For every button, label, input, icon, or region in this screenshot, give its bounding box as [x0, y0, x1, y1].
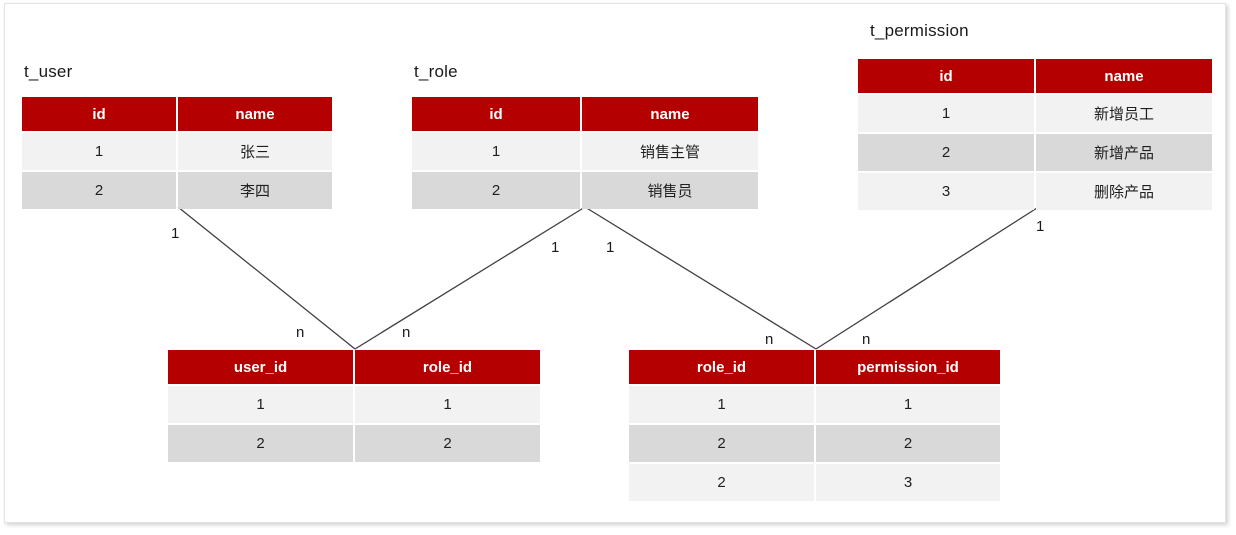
- table-row: 1 1: [629, 386, 1000, 423]
- column-header-role-id: role_id: [355, 350, 540, 384]
- cardinality-label-rolepermission-right-n: n: [862, 331, 871, 348]
- cell-id: 1: [22, 133, 176, 170]
- cell-name: 删除产品: [1036, 173, 1212, 210]
- table-t-role: id name 1 销售主管 2 销售员: [412, 97, 758, 211]
- cell-id: 2: [412, 172, 580, 209]
- table-header-row: user_id role_id: [168, 350, 540, 384]
- column-header-name: name: [582, 97, 758, 131]
- table-row: 1 新增员工: [858, 95, 1212, 132]
- table-role-permission-junction: role_id permission_id 1 1 2 2 2 3: [629, 350, 1000, 503]
- column-header-name: name: [178, 97, 332, 131]
- table-title-t-permission: t_permission: [870, 21, 969, 40]
- table-row: 2 销售员: [412, 172, 758, 209]
- column-header-id: id: [858, 59, 1034, 93]
- table-row: 1 张三: [22, 133, 332, 170]
- cardinality-label-userrole-left-n: n: [296, 324, 305, 341]
- cell-id: 1: [858, 95, 1034, 132]
- column-header-role-id: role_id: [629, 350, 814, 384]
- table-t-user: id name 1 张三 2 李四: [22, 97, 332, 211]
- cell-permission-id: 2: [816, 425, 1000, 462]
- table-row: 3 删除产品: [858, 173, 1212, 210]
- table-row: 1 1: [168, 386, 540, 423]
- cardinality-label-permission-one: 1: [1036, 218, 1045, 235]
- cardinality-label-role-left-one: 1: [551, 239, 560, 256]
- table-row: 2 李四: [22, 172, 332, 209]
- table-title-t-role: t_role: [414, 62, 458, 81]
- cell-user-id: 1: [168, 386, 353, 423]
- cell-id: 3: [858, 173, 1034, 210]
- table-row: 2 新增产品: [858, 134, 1212, 171]
- cell-id: 2: [858, 134, 1034, 171]
- cell-name: 新增产品: [1036, 134, 1212, 171]
- column-header-user-id: user_id: [168, 350, 353, 384]
- table-title-t-user: t_user: [24, 62, 73, 81]
- column-header-permission-id: permission_id: [816, 350, 1000, 384]
- cell-role-id: 2: [629, 464, 814, 501]
- table-header-row: id name: [858, 59, 1212, 93]
- table-row: 2 2: [629, 425, 1000, 462]
- cell-role-id: 2: [355, 425, 540, 462]
- cardinality-label-user-one: 1: [171, 225, 180, 242]
- column-header-id: id: [412, 97, 580, 131]
- cardinality-label-role-right-one: 1: [606, 239, 615, 256]
- table-user-role-junction: user_id role_id 1 1 2 2: [168, 350, 540, 464]
- cell-role-id: 2: [629, 425, 814, 462]
- table-header-row: id name: [22, 97, 332, 131]
- table-header-row: id name: [412, 97, 758, 131]
- cell-name: 销售主管: [582, 133, 758, 170]
- table-row: 2 2: [168, 425, 540, 462]
- cell-name: 张三: [178, 133, 332, 170]
- cell-role-id: 1: [629, 386, 814, 423]
- column-header-name: name: [1036, 59, 1212, 93]
- table-t-permission: id name 1 新增员工 2 新增产品 3 删除产品: [858, 59, 1212, 212]
- cell-name: 新增员工: [1036, 95, 1212, 132]
- table-row: 2 3: [629, 464, 1000, 501]
- cardinality-label-rolepermission-left-n: n: [765, 331, 774, 348]
- cell-permission-id: 3: [816, 464, 1000, 501]
- cell-id: 1: [412, 133, 580, 170]
- cell-name: 李四: [178, 172, 332, 209]
- cell-name: 销售员: [582, 172, 758, 209]
- cell-role-id: 1: [355, 386, 540, 423]
- cell-id: 2: [22, 172, 176, 209]
- table-row: 1 销售主管: [412, 133, 758, 170]
- cell-user-id: 2: [168, 425, 353, 462]
- column-header-id: id: [22, 97, 176, 131]
- cardinality-label-userrole-right-n: n: [402, 324, 411, 341]
- cell-permission-id: 1: [816, 386, 1000, 423]
- table-header-row: role_id permission_id: [629, 350, 1000, 384]
